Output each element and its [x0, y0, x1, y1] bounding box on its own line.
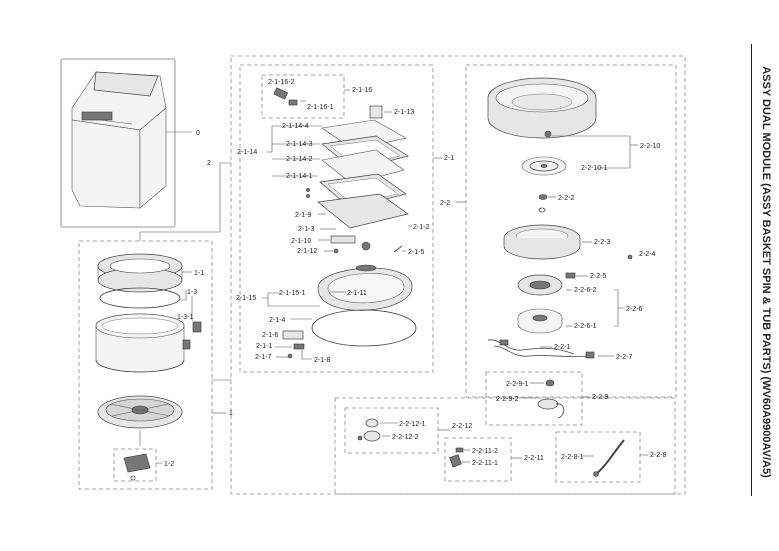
label-2-1-15-1: 2-1-15-1: [279, 290, 306, 297]
part-2-2-6-1: [517, 308, 563, 334]
label-2-1-14-4: 2-1-14-4: [282, 123, 309, 130]
label-2-2-11: 2-2-11: [524, 455, 544, 462]
label-2-2-7: 2-2-7: [616, 354, 632, 361]
part-2-2-12-2: [357, 430, 381, 442]
box-2-2-11: [444, 437, 512, 482]
label-2-1-5: 2-1-5: [408, 249, 424, 256]
label-2-2-9-2: 2-2-9-2: [496, 396, 519, 403]
label-2-1-9: 2-1-9: [295, 212, 311, 219]
label-2-1-4: 2-1-4: [269, 317, 285, 324]
label-2-2-12: 2-2-12: [452, 423, 472, 430]
balancer-ring: [97, 253, 183, 293]
label-2-2-6-2: 2-2-6-2: [574, 287, 597, 294]
label-2-1-16-1: 2-1-16-1: [307, 104, 334, 111]
label-2-2-11-1: 2-2-11-1: [472, 460, 498, 467]
box-group-2-2: [465, 64, 677, 398]
label-2-2-10-1: 2-2-10-1: [581, 165, 608, 172]
label-2-2-12-2: 2-2-12-2: [392, 434, 419, 441]
washer-illustration: [71, 71, 167, 209]
label-2-1-6: 2-1-6: [262, 332, 278, 339]
box-washer-overview: [60, 58, 176, 228]
label-2-1-13: 2-1-13: [394, 109, 414, 116]
label-2-1-1: 2-1-1: [256, 343, 272, 350]
label-2-1-11: 2-1-11: [347, 290, 367, 297]
label-2-2-9-1: 2-2-9-1: [506, 381, 529, 388]
label-2-1-8: 2-1-8: [314, 357, 330, 364]
label-2-2-8-1: 2-2-8-1: [561, 454, 584, 461]
part-2-2-9-2: [537, 398, 565, 419]
label-2-1-12: 2-1-12: [297, 248, 317, 255]
title-rule: [751, 44, 752, 496]
label-2-1-3: 2-1-3: [298, 226, 314, 233]
part-2-1-10: [330, 235, 356, 244]
door-assembly: [317, 119, 409, 229]
tub-cover: [317, 264, 413, 311]
label-2-2-10: 2-2-10: [640, 143, 660, 150]
label-2-2: 2-2: [440, 200, 450, 207]
label-2-2-4: 2-2-4: [639, 251, 655, 258]
box-2-2-8: [555, 431, 641, 483]
label-2-1-14: 2-1-14: [237, 149, 257, 156]
label-2-2-3: 2-2-3: [594, 239, 610, 246]
label-2-2-11-2: 2-2-11-2: [472, 448, 498, 455]
box-2-2-9: [485, 371, 583, 426]
label-2-1-14-2: 2-1-14-2: [286, 156, 313, 163]
tub-gasket: [311, 309, 417, 347]
part-2-1-6: [282, 330, 304, 340]
part-2-2-1-harness: [487, 339, 595, 359]
label-2-1-7: 2-1-7: [255, 354, 271, 361]
label-2-1-14-3: 2-1-14-3: [286, 141, 313, 148]
label-2-1: 2-1: [444, 155, 454, 162]
label-1-1: 1-1: [194, 270, 204, 277]
label-2-1-16: 2-1-16: [352, 87, 372, 94]
label-2-2-8: 2-2-8: [650, 452, 666, 459]
basket-bottom: [97, 395, 183, 429]
label-2-2-1: 2-2-1: [554, 344, 570, 351]
label-2-1-10: 2-1-10: [291, 238, 311, 245]
label-2-2-6: 2-2-6: [626, 306, 642, 313]
part-2-1-13: [369, 105, 383, 119]
part-1-2: [123, 453, 151, 481]
label-2-2-5: 2-2-5: [590, 273, 606, 280]
label-2-1-15: 2-1-15: [236, 295, 256, 302]
part-2-2-6-2: [517, 274, 563, 296]
box-2-2-12: [344, 407, 439, 454]
part-2-2-8-hose: [595, 439, 625, 475]
outer-tub: [487, 77, 597, 139]
part-2-2-10-1: [521, 156, 567, 176]
box-group-2-1: [239, 64, 434, 373]
label-1-3: 1-3: [187, 289, 197, 296]
box-group-2: [230, 55, 686, 495]
part-2-2-10: [544, 130, 552, 138]
part-2-2-2: [538, 194, 548, 200]
label-0: 0: [196, 130, 200, 137]
label-2: 2: [207, 160, 211, 167]
label-2-1-14-1: 2-1-14-1: [286, 173, 313, 180]
label-1-2: 1-2: [164, 461, 174, 468]
box-2-2-12-outer: [334, 397, 676, 495]
label-2-2-2: 2-2-2: [558, 195, 574, 202]
spin-basket: [95, 313, 185, 373]
part-knob: [361, 241, 371, 251]
label-1: 1: [229, 410, 233, 417]
label-2-2-6-1: 2-2-6-1: [574, 323, 597, 330]
label-1-3-1: 1-3-1: [177, 314, 193, 321]
label-2-2-12-1: 2-2-12-1: [399, 421, 426, 428]
label-2-2-9: 2-2-9: [592, 394, 608, 401]
box-group-1: [78, 240, 213, 490]
label-2-1-16-2: 2-1-16-2: [268, 79, 295, 86]
label-2-1-2: 2-1-2: [413, 224, 429, 231]
box-1-2: [113, 448, 157, 482]
part-2-1-16-2: [273, 87, 289, 100]
part-2-2-3: [503, 224, 581, 260]
